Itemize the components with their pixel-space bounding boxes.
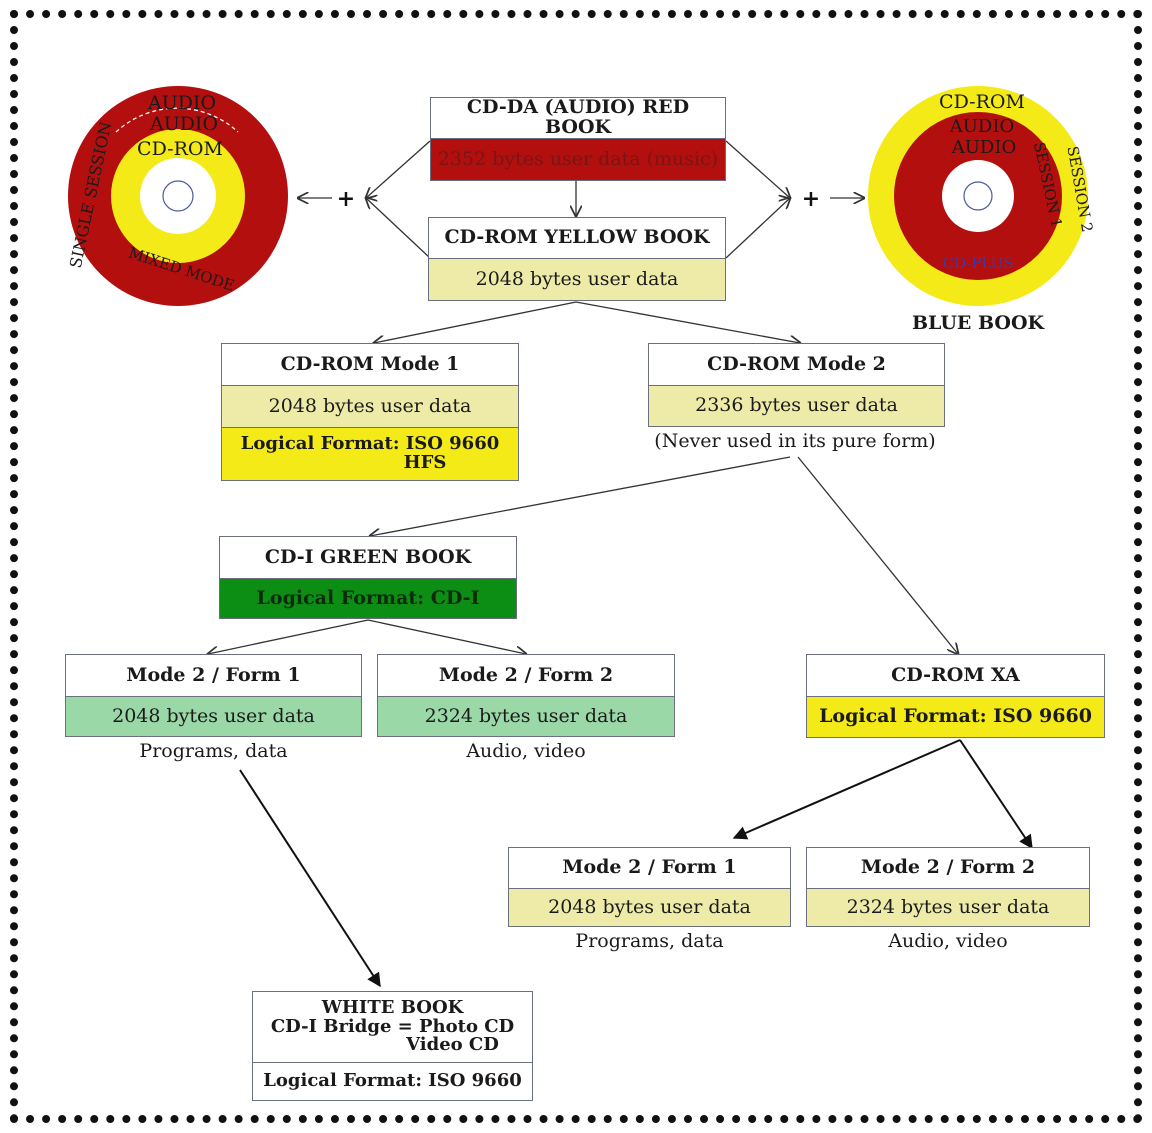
yellow-book-data: 2048 bytes user data — [429, 258, 725, 300]
right-plus-sign: + — [802, 186, 820, 212]
blue-book-label: BLUE BOOK — [911, 312, 1045, 334]
left-disc-audio-label-1: AUDIO — [147, 92, 216, 114]
left-disc-audio-label-2: AUDIO — [149, 113, 218, 135]
left-plus-sign: + — [337, 186, 355, 212]
red-book-box: CD-DA (AUDIO) RED BOOK 2352 bytes user d… — [430, 97, 726, 181]
xa-form2-data: 2324 bytes user data — [807, 888, 1089, 926]
yellow-book-box: CD-ROM YELLOW BOOK 2048 bytes user data — [428, 217, 726, 301]
right-disc-graphic — [868, 86, 1088, 306]
red-book-title: CD-DA (AUDIO) RED BOOK — [466, 96, 690, 138]
white-book-header: WHITE BOOK CD-I Bridge = Photo CD Video … — [253, 996, 532, 1058]
right-disc-cdrom-label: CD-ROM — [939, 91, 1025, 113]
white-book-line3: Video CD — [406, 1034, 499, 1056]
connector-lines — [208, 140, 958, 654]
green-form2-data: 2324 bytes user data — [378, 696, 674, 736]
cdrom-mode2-title: CD-ROM Mode 2 — [707, 352, 886, 375]
cdrom-mode1-format: Logical Format: ISO 9660 HFS — [222, 427, 518, 480]
xa-form1-caption: Programs, data — [575, 930, 724, 952]
green-form1-box: Mode 2 / Form 1 2048 bytes user data — [65, 654, 362, 737]
green-form1-data: 2048 bytes user data — [66, 696, 361, 736]
right-disc-cdplus-label: CD-PLUS — [942, 254, 1013, 272]
green-form2-caption: Audio, video — [466, 740, 586, 762]
cdrom-mode1-title: CD-ROM Mode 1 — [280, 352, 460, 375]
yellow-book-title: CD-ROM YELLOW BOOK — [444, 226, 710, 249]
green-form1-caption: Programs, data — [139, 740, 288, 762]
cdrom-mode1-format-line1: Logical Format: ISO 9660 — [240, 433, 500, 455]
red-book-data: 2352 bytes user data (music) — [431, 138, 725, 180]
dotted-border — [10, 10, 1142, 1123]
green-book-title: CD-I GREEN BOOK — [264, 545, 472, 568]
green-form2-title: Mode 2 / Form 2 — [438, 663, 614, 686]
cdrom-mode1-box: CD-ROM Mode 1 2048 bytes user data Logic… — [221, 343, 519, 481]
cdrom-mode1-data: 2048 bytes user data — [222, 385, 518, 428]
green-book-format: Logical Format: CD-I — [220, 578, 516, 618]
xa-form2-box: Mode 2 / Form 2 2324 bytes user data — [806, 847, 1090, 927]
cdrom-xa-box: CD-ROM XA Logical Format: ISO 9660 — [806, 654, 1105, 738]
green-form1-title: Mode 2 / Form 1 — [126, 663, 301, 686]
white-book-box: WHITE BOOK CD-I Bridge = Photo CD Video … — [252, 991, 533, 1101]
cdrom-mode2-data: 2336 bytes user data — [649, 385, 944, 426]
left-disc-cdrom-label: CD-ROM — [137, 138, 223, 160]
white-book-format: Logical Format: ISO 9660 — [253, 1062, 532, 1100]
cdrom-xa-format: Logical Format: ISO 9660 — [807, 696, 1104, 737]
xa-form2-title: Mode 2 / Form 2 — [860, 856, 1036, 879]
white-book-title: WHITE BOOK — [321, 997, 464, 1019]
xa-form1-box: Mode 2 / Form 1 2048 bytes user data — [508, 847, 791, 927]
green-book-box: CD-I GREEN BOOK Logical Format: CD-I — [219, 536, 517, 619]
bold-connector-lines — [239, 739, 1033, 988]
xa-form2-caption: Audio, video — [888, 930, 1008, 952]
cdrom-mode2-note: (Never used in its pure form) — [654, 430, 936, 452]
xa-form1-data: 2048 bytes user data — [509, 888, 790, 926]
left-disc-graphic — [68, 86, 288, 306]
green-form2-box: Mode 2 / Form 2 2324 bytes user data — [377, 654, 675, 737]
cdrom-mode1-format-line2: HFS — [403, 452, 447, 473]
xa-form1-title: Mode 2 / Form 1 — [562, 856, 737, 879]
cdrom-xa-title: CD-ROM XA — [891, 663, 1020, 686]
cdrom-mode2-box: CD-ROM Mode 2 2336 bytes user data — [648, 343, 945, 427]
right-disc-audio-label-1: AUDIO — [949, 116, 1014, 137]
white-book-line2: CD-I Bridge = Photo CD — [270, 1015, 515, 1037]
right-disc-audio-label-2: AUDIO — [951, 137, 1016, 158]
